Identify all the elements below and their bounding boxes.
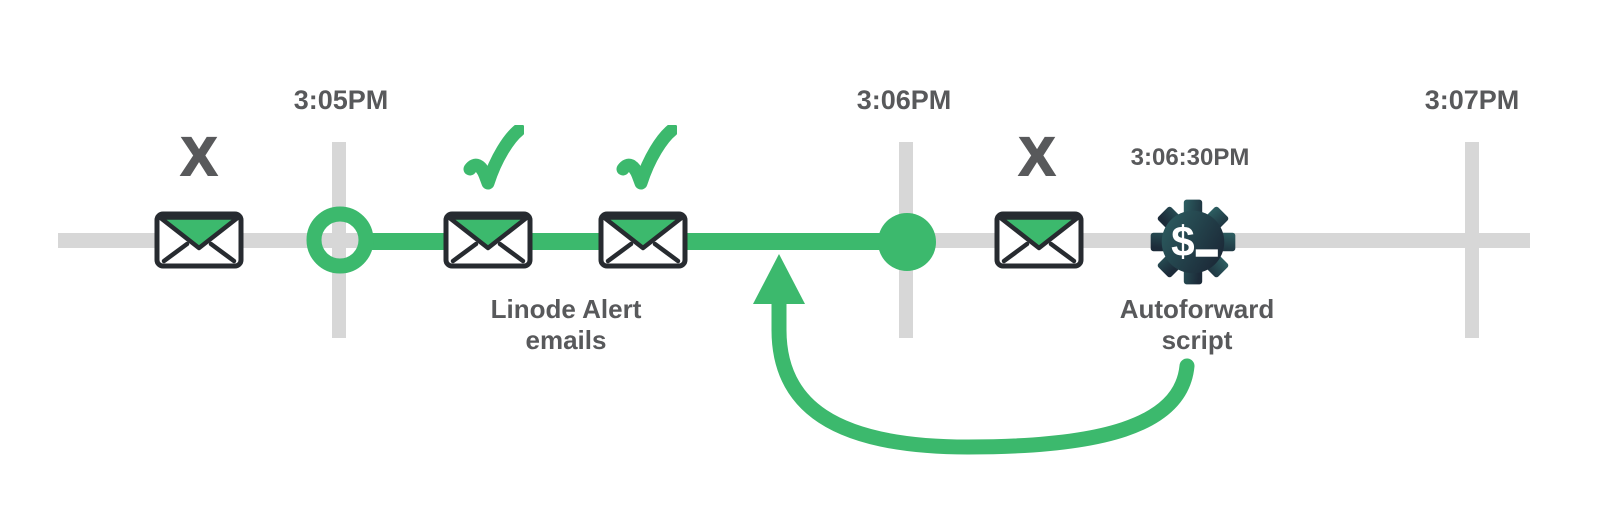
cursor-underscore-glyph xyxy=(1195,249,1218,257)
envelope-icon xyxy=(598,211,688,269)
x-mark: X xyxy=(180,127,218,187)
script-gear-icon: $ xyxy=(1150,199,1236,285)
loopback-arrowhead xyxy=(753,254,805,304)
tick-3-07pm xyxy=(1465,142,1479,338)
tick-label-3-05pm: 3:05PM xyxy=(293,85,389,115)
autoforward-label-line1: Autoforward xyxy=(1119,294,1275,324)
autoforward-time-label: 3:06:30PM xyxy=(1130,144,1250,171)
linode-alert-label: Linode Alert emails xyxy=(491,294,642,356)
envelope-icon xyxy=(154,211,244,269)
tick-label-3-07pm: 3:07PM xyxy=(1424,85,1520,115)
autoforward-label-line2: script xyxy=(1161,325,1233,355)
dollar-glyph: $ xyxy=(1171,218,1195,265)
window-end-dot-marker xyxy=(878,213,936,271)
window-start-ring-marker xyxy=(306,206,374,274)
linode-alert-label-line1: Linode Alert xyxy=(490,294,642,324)
tick-3-05pm xyxy=(332,142,346,338)
envelope-icon xyxy=(994,211,1084,269)
checkmark-icon xyxy=(615,125,677,195)
autoforward-label: Autoforward script xyxy=(1120,294,1275,356)
x-mark: X xyxy=(1018,127,1056,187)
checkmark-icon xyxy=(462,125,524,195)
gear-body xyxy=(1150,199,1236,285)
linode-alert-label-line2: emails xyxy=(525,325,607,355)
tick-label-3-06pm: 3:06PM xyxy=(856,85,952,115)
envelope-icon xyxy=(443,211,533,269)
